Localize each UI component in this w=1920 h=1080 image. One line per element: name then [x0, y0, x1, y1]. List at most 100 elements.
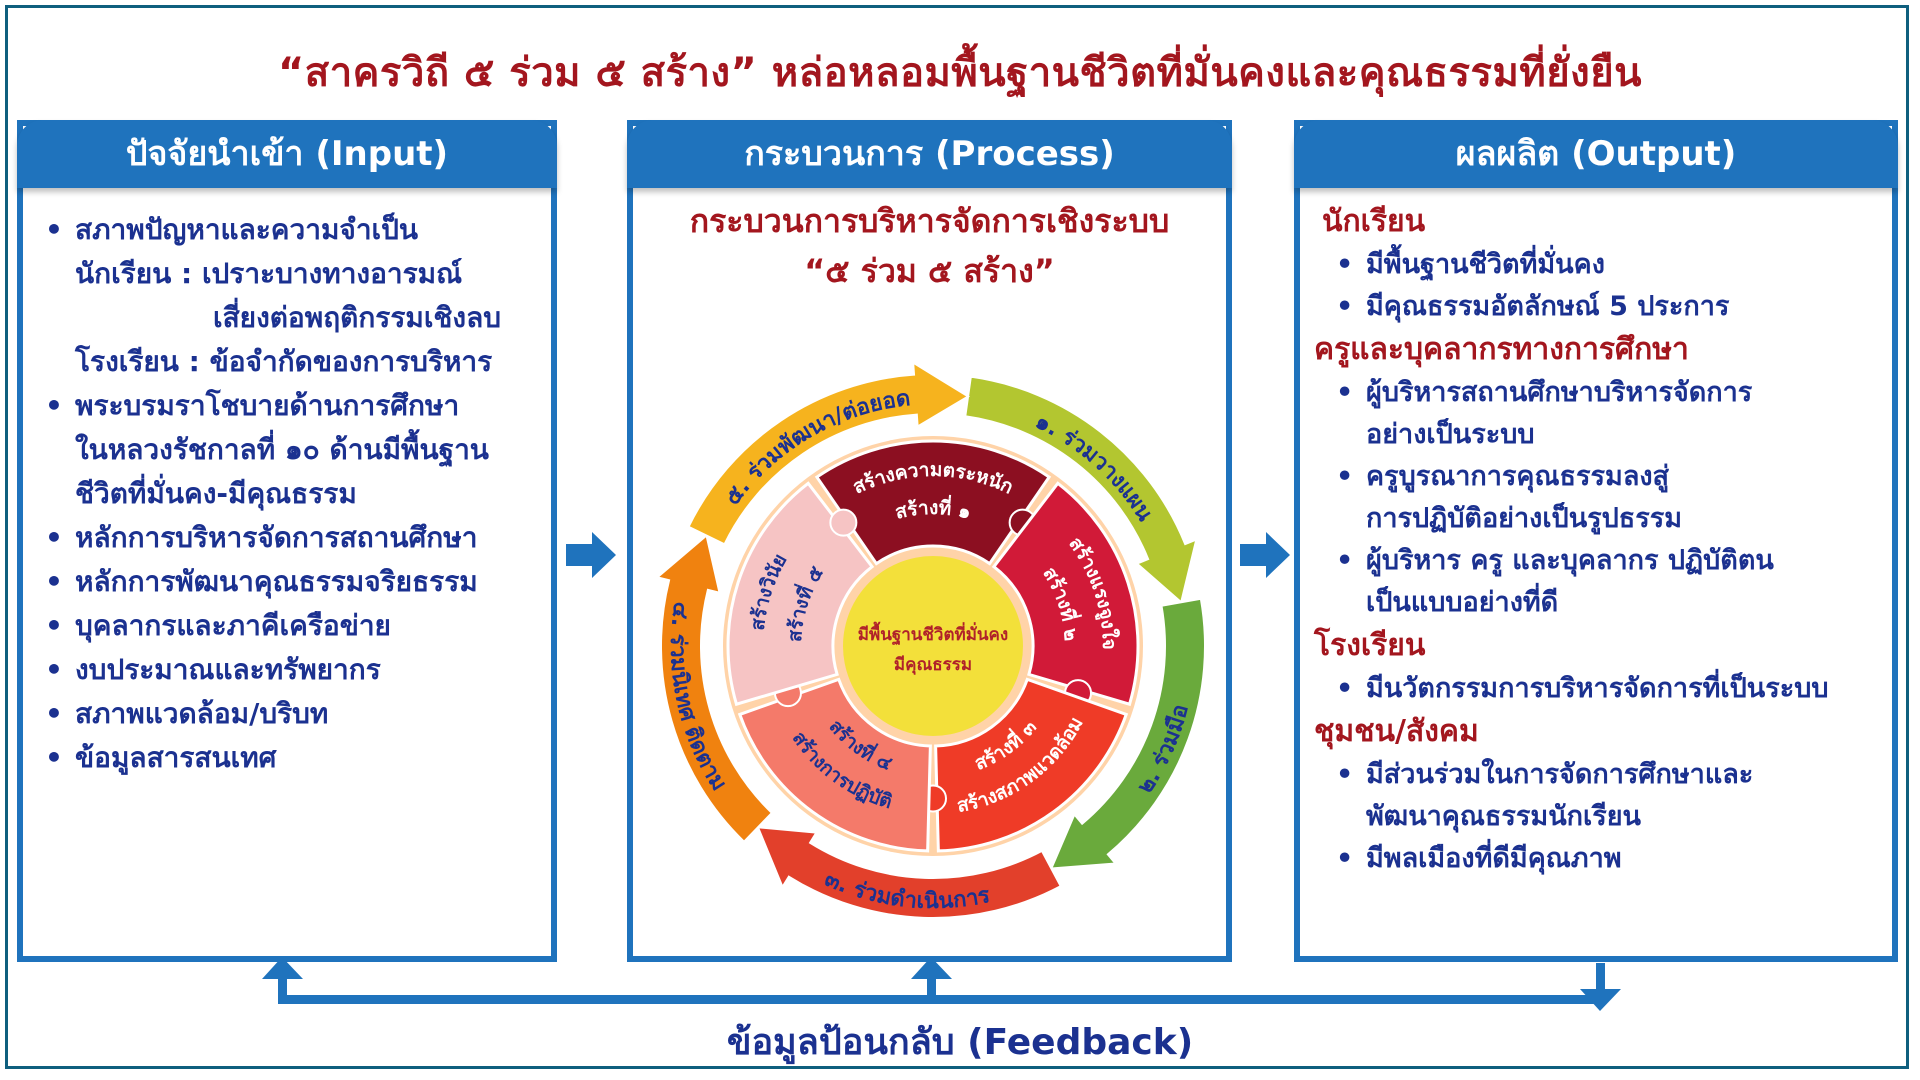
- bullet-icon: •: [1336, 545, 1354, 576]
- puzzle-knob: [829, 508, 858, 537]
- output-item-text: มีพลเมืองที่ดีมีคุณภาพ: [1366, 843, 1622, 874]
- input-item-text: พระบรมราโชบายด้านการศึกษา: [75, 389, 460, 422]
- center-label-line1: มีพื้นฐานชีวิตที่มั่นคง: [858, 621, 1008, 646]
- input-item: • สภาพแวดล้อม/บริบท: [45, 692, 541, 736]
- output-panel: ผลผลิต (Output) นักเรียน • มีพื้นฐานชีวิตท…: [1294, 120, 1898, 962]
- input-item-line: โรงเรียน : ข้อจำกัดของการบริหาร: [45, 340, 541, 384]
- output-category: ชุมชน/สังคม: [1314, 714, 1479, 749]
- output-header: ผลผลิต (Output): [1294, 120, 1898, 188]
- process-piece-5: [726, 481, 875, 707]
- bullet-icon: •: [45, 213, 63, 246]
- center-circle: [843, 556, 1023, 736]
- input-item-text: สภาพแวดล้อม/บริบท: [75, 697, 329, 730]
- ring-arrow-5: [687, 360, 971, 546]
- bullet-icon: •: [45, 697, 63, 730]
- bullet-icon: •: [1336, 843, 1354, 874]
- feedback-label: ข้อมูลป้อนกลับ (Feedback): [726, 1022, 1194, 1063]
- process-piece-2: [991, 481, 1140, 707]
- process-title-line2: “๕ ร่วม ๕ สร้าง”: [804, 252, 1055, 290]
- bullet-icon: •: [1336, 673, 1354, 704]
- input-item-text: บุคลากรและภาคีเครือข่าย: [75, 609, 391, 642]
- input-item: •หลักการบริหารจัดการสถานศึกษา: [45, 516, 541, 560]
- input-item: •ข้อมูลสารสนเทศ: [45, 736, 541, 780]
- input-item-line: •งบประมาณและทรัพยากร: [45, 648, 541, 692]
- process-piece-1: [814, 439, 1052, 566]
- process-title-line1: กระบวนการบริหารจัดการเชิงระบบ: [689, 202, 1170, 240]
- input-item-line: • พระบรมราโชบายด้านการศึกษา: [45, 384, 541, 428]
- output-item-text: อย่างเป็นระบบ: [1366, 419, 1535, 450]
- output-item: • ครูบูรณาการคุณธรรมลงสู่การปฏิบัติอย่างเ…: [1314, 456, 1886, 540]
- input-item-text: สภาพปัญหาและความจำเป็น: [75, 213, 419, 246]
- bullet-icon: •: [45, 653, 63, 686]
- input-item-text: หลักการพัฒนาคุณธรรมจริยธรรม: [75, 565, 478, 598]
- output-list: •มีส่วนร่วมในการจัดการศึกษาและพัฒนาคุณธร…: [1314, 754, 1886, 880]
- output-item-text: ผู้บริหารสถานศึกษาบริหารจัดการ: [1366, 377, 1753, 408]
- output-category: นักเรียน: [1322, 204, 1426, 239]
- process-header: กระบวนการ (Process): [627, 120, 1232, 188]
- bullet-icon: •: [45, 565, 63, 598]
- input-item-line: • สภาพแวดล้อม/บริบท: [45, 692, 541, 736]
- output-item: •มีส่วนร่วมในการจัดการศึกษาและพัฒนาคุณธร…: [1314, 754, 1886, 838]
- bullet-icon: •: [1336, 377, 1354, 408]
- process-piece-4: [737, 677, 932, 853]
- bullet-icon: •: [45, 389, 63, 422]
- output-item-text: มีพื้นฐานชีวิตที่มั่นคง: [1366, 249, 1605, 280]
- output-item-text: เป็นแบบอย่างที่ดี: [1366, 587, 1559, 618]
- input-item-text: นักเรียน : เปราะบางทางอารมณ์: [75, 257, 463, 290]
- output-item: • มีนวัตกรรมการบริหารจัดการที่เป็นระบบ: [1314, 668, 1886, 710]
- bullet-icon: •: [45, 741, 63, 774]
- output-category: โรงเรียน: [1314, 628, 1426, 663]
- input-item-line: •ข้อมูลสารสนเทศ: [45, 736, 541, 780]
- ring-label-3: ๓. ร่วมดำเนินการ: [821, 867, 992, 915]
- input-item-line: นักเรียน : เปราะบางทางอารมณ์: [45, 252, 541, 296]
- input-item: • บุคลากรและภาคีเครือข่าย: [45, 604, 541, 648]
- output-category: ครูและบุคลากรทางการศึกษา: [1314, 332, 1689, 367]
- input-item-line: • สภาพปัญหาและความจำเป็น: [45, 208, 541, 252]
- output-item: • มีพลเมืองที่ดีมีคุณภาพ: [1314, 838, 1886, 880]
- output-body: นักเรียน • มีพื้นฐานชีวิตที่มั่นคง • มีคุณธร…: [1314, 200, 1886, 880]
- output-list: • มีนวัตกรรมการบริหารจัดการที่เป็นระบบ: [1314, 668, 1886, 710]
- input-item: • สภาพปัญหาและความจำเป็นนักเรียน : เปราะบ…: [45, 208, 541, 384]
- bullet-icon: •: [1336, 249, 1354, 280]
- input-item-line: ชีวิตที่มั่นคง-มีคุณธรรม: [45, 472, 541, 516]
- bullet-icon: •: [1336, 291, 1354, 322]
- input-item-text: ในหลวงรัชกาลที่ ๑๐ ด้านมีพื้นฐาน: [75, 433, 489, 466]
- input-item-text: ชีวิตที่มั่นคง-มีคุณธรรม: [75, 477, 357, 510]
- input-item-line: •หลักการบริหารจัดการสถานศึกษา: [45, 516, 541, 560]
- input-item-line: เสี่ยงต่อพฤติกรรมเชิงลบ: [45, 296, 541, 340]
- diagram-title: “สาครวิถี ๕ ร่วม ๕ สร้าง” หล่อหลอมพื้นฐา…: [278, 50, 1642, 96]
- output-item-text: มีส่วนร่วมในการจัดการศึกษาและ: [1366, 759, 1754, 790]
- output-item-text: ครูบูรณาการคุณธรรมลงสู่: [1366, 461, 1670, 492]
- center-label-line2: มีคุณธรรม: [894, 654, 972, 675]
- input-item: • พระบรมราโชบายด้านการศึกษาในหลวงรัชกาลที…: [45, 384, 541, 516]
- output-list: • มีพื้นฐานชีวิตที่มั่นคง • มีคุณธรรมอัตลัก…: [1314, 244, 1886, 328]
- input-item-line: ในหลวงรัชกาลที่ ๑๐ ด้านมีพื้นฐาน: [45, 428, 541, 472]
- output-item-text: มีนวัตกรรมการบริหารจัดการที่เป็นระบบ: [1366, 673, 1829, 704]
- input-item-text: เสี่ยงต่อพฤติกรรมเชิงลบ: [213, 301, 501, 334]
- input-item-line: • หลักการพัฒนาคุณธรรมจริยธรรม: [45, 560, 541, 604]
- flow-arrow-icon: [566, 532, 616, 578]
- process-piece-3: [934, 677, 1129, 853]
- input-item-line: • บุคลากรและภาคีเครือข่าย: [45, 604, 541, 648]
- process-panel: กระบวนการ (Process) กระบวนการบริหารจัดกา…: [627, 120, 1232, 962]
- flow-arrow-icon: [1240, 532, 1290, 578]
- output-list: • ผู้บริหารสถานศึกษาบริหารจัดการอย่างเป็น…: [1314, 372, 1886, 624]
- input-item: • หลักการพัฒนาคุณธรรมจริยธรรม: [45, 560, 541, 604]
- output-item: • ผู้บริหารสถานศึกษาบริหารจัดการอย่างเป็น…: [1314, 372, 1886, 456]
- input-item: •งบประมาณและทรัพยากร: [45, 648, 541, 692]
- output-item-text: มีคุณธรรมอัตลักษณ์ 5 ประการ: [1366, 291, 1730, 322]
- bullet-icon: •: [1336, 759, 1354, 790]
- output-item-text: การปฏิบัติอย่างเป็นรูปธรรม: [1366, 503, 1683, 534]
- input-header: ปัจจัยนำเข้า (Input): [17, 120, 557, 188]
- output-item: • มีพื้นฐานชีวิตที่มั่นคง: [1314, 244, 1886, 286]
- bullet-icon: •: [45, 521, 63, 554]
- bullet-icon: •: [1336, 461, 1354, 492]
- bullet-icon: •: [45, 609, 63, 642]
- input-list: • สภาพปัญหาและความจำเป็นนักเรียน : เปราะบ…: [45, 208, 541, 780]
- output-item: • มีคุณธรรมอัตลักษณ์ 5 ประการ: [1314, 286, 1886, 328]
- process-title: กระบวนการบริหารจัดการเชิงระบบ “๕ ร่วม ๕ …: [633, 196, 1226, 296]
- feedback-loop: [262, 957, 1621, 1011]
- input-item-text: โรงเรียน : ข้อจำกัดของการบริหาร: [75, 345, 493, 378]
- input-panel: ปัจจัยนำเข้า (Input) • สภาพปัญหาและความจำ…: [17, 120, 557, 962]
